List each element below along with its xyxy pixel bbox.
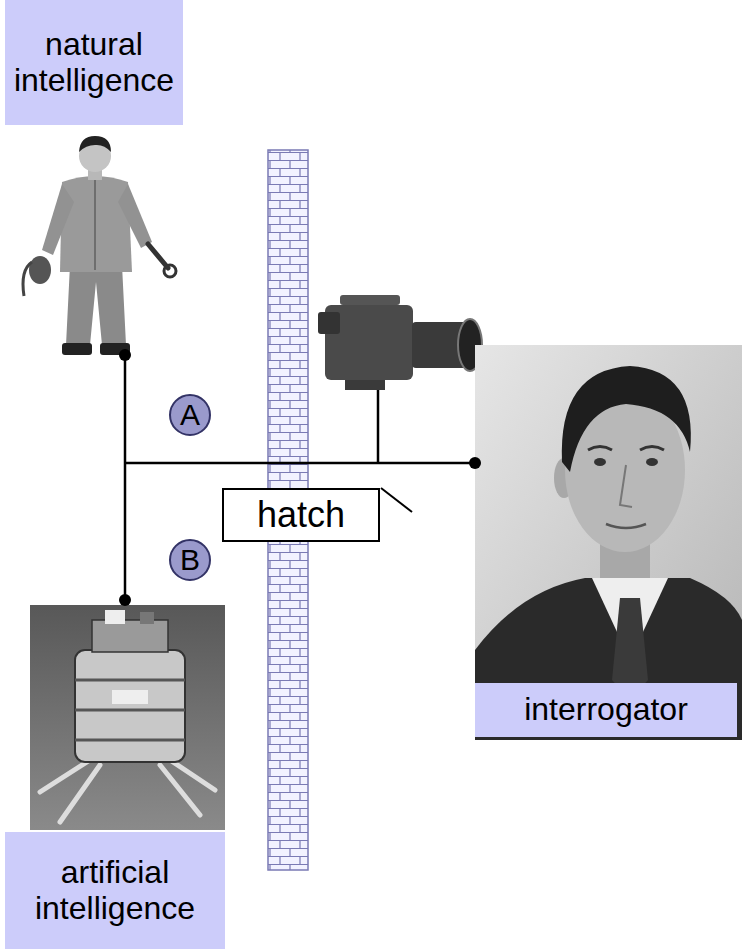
video-camera: [318, 295, 482, 390]
channel-circle: B: [168, 538, 212, 582]
portrait-ground: [475, 345, 742, 740]
torso: [60, 176, 132, 272]
robot-bands: [75, 680, 185, 740]
human-figure: [23, 136, 176, 355]
portrait: [475, 345, 742, 740]
eye: [646, 458, 658, 466]
robot-legs: [40, 760, 215, 822]
wire-dot: [469, 457, 481, 469]
robot-label: [112, 690, 148, 704]
viewfinder: [318, 312, 340, 334]
robot-top: [92, 620, 168, 652]
photo-ground: [30, 605, 225, 830]
wire: [124, 355, 127, 600]
hair: [562, 366, 691, 472]
node-label: artificial intelligence: [11, 855, 219, 925]
robot-sensor: [140, 612, 154, 624]
legs: [66, 265, 126, 345]
wire-dot: [119, 594, 131, 606]
channel-letter: B: [168, 545, 212, 575]
caption-box: natural intelligence: [5, 0, 183, 125]
hatch-box: hatch: [222, 488, 380, 542]
nose: [620, 465, 632, 507]
wrench: [148, 244, 168, 268]
mouth: [606, 524, 646, 528]
wrench-head: [164, 265, 176, 277]
node-label: natural intelligence: [11, 27, 177, 97]
eyebrows: [588, 447, 664, 451]
wire-dot: [119, 349, 131, 361]
caption-box: artificial intelligence: [5, 832, 225, 949]
suit: [475, 578, 742, 740]
node-label: interrogator: [481, 692, 731, 727]
hatch-flap: [381, 488, 412, 512]
camera-mount: [345, 380, 385, 390]
left-arm: [42, 184, 74, 255]
robot-sensor: [105, 610, 125, 624]
oil-can: [29, 256, 51, 284]
channel-circle: A: [168, 393, 212, 437]
boot: [62, 343, 92, 355]
eye: [594, 458, 606, 466]
robot-body: [75, 650, 185, 762]
wire: [125, 462, 475, 465]
camera-wire: [377, 390, 380, 463]
camera-handle: [340, 295, 400, 305]
right-arm: [118, 184, 152, 248]
zipper: [94, 178, 96, 270]
wiring: [119, 349, 481, 606]
node-label: hatch: [230, 495, 372, 535]
channel-letter: A: [168, 400, 212, 430]
hair: [79, 136, 111, 152]
caption-box: interrogator: [475, 683, 737, 737]
robot-photo: [30, 605, 225, 830]
oil-can-spout: [23, 262, 32, 296]
